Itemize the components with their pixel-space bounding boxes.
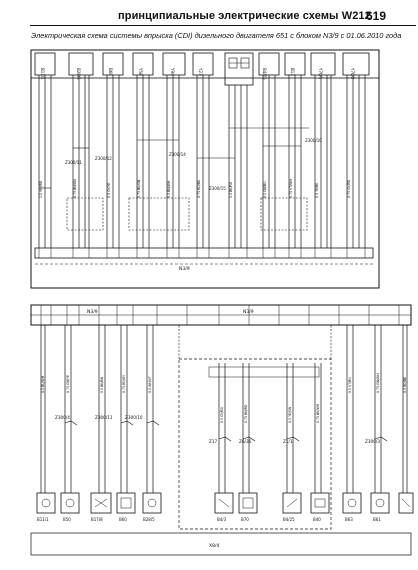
sensor-label: B40 [313,517,321,522]
top-conn-label: Y58 [138,67,143,76]
page-title: принципиальные электрические схемы W212 [118,10,371,22]
svg-text:0.75 GN/YE: 0.75 GN/YE [66,375,70,393]
page-number: 619 [366,9,387,23]
sensor-label: B4/25 [283,517,295,522]
svg-text:0.75 GY/RD: 0.75 GY/RD [347,179,351,198]
top-conn-label: Y94 [170,67,175,76]
svg-text:0.5 WH/VT: 0.5 WH/VT [148,376,152,393]
svg-text:0.5 YE/BK: 0.5 YE/BK [315,182,319,198]
svg-text:1.5 BK/RD: 1.5 BK/RD [229,181,233,198]
top-conn-label: B11/1 [40,68,45,80]
top-control-unit-label: N3/9 [179,266,190,272]
sensor-label: B4/3 [217,517,227,522]
svg-text:0.5 VT/BU: 0.5 VT/BU [348,377,352,393]
bottom-unit-label-mid: N3/9 [243,309,254,315]
top-wiring-diagram: B11/1 B28/5 B60 Y58 Y94 Y27 B4/25 B17 Y7… [29,48,389,293]
svg-text:0.75 VT/WH: 0.75 VT/WH [289,179,293,198]
header-rule [30,25,416,26]
sensor-label: B17/8 [91,517,103,522]
sensor-label: B63 [345,517,353,522]
bottom-splice-label: Z300/11 [95,415,113,420]
bottom-connector-label: X8/4 [209,543,219,549]
top-conn-label: B4/25 [262,68,267,80]
sensor-label: B70 [241,517,249,522]
top-ground-label: Z300/15 [209,186,226,191]
top-diagram-svg: B11/1 B28/5 B60 Y58 Y94 Y27 B4/25 B17 Y7… [30,49,380,289]
bottom-splice-label: Z6/36 [239,439,252,444]
svg-text:0.5 GN/BU: 0.5 GN/BU [263,181,267,198]
bottom-wiring-diagram: N3/9 N3/9 [29,303,417,565]
sensor-label: B50 [63,517,71,522]
top-ground-label: Z300/11 [65,160,82,165]
svg-text:0.75 BN/RD: 0.75 BN/RD [244,404,248,423]
svg-text:0.75 RD/BU: 0.75 RD/BU [197,179,201,198]
svg-text:0.5 GY/YE: 0.5 GY/YE [107,183,111,198]
bottom-splice-label: Z1/1 [283,439,293,444]
svg-text:0.75 BN/GN: 0.75 BN/GN [73,179,77,198]
top-conn-label: B60 [108,68,113,76]
bottom-unit-label-left: N3/9 [87,309,98,315]
svg-text:1.0 WH/RD: 1.0 WH/RD [39,180,43,198]
svg-text:0.5 BU/WH: 0.5 BU/WH [41,375,45,393]
bottom-splice-label: Z300/4 [55,415,70,420]
svg-text:0.75 BK/WH: 0.75 BK/WH [316,403,320,423]
sensor-label: B60 [119,517,127,522]
bottom-splice-label: Z17 [209,439,218,444]
page-header: принципиальные электрические схемы W212 … [0,0,418,26]
top-conn-label: B28/5 [76,68,81,80]
bottom-splice-label: Z300/3 [365,439,380,444]
top-conn-label: Y76/2 [350,67,355,80]
top-conn-label: Y76/1 [318,67,323,80]
svg-text:0.5 RD/BK: 0.5 RD/BK [403,376,407,393]
svg-text:0.5 BN/WH: 0.5 BN/WH [167,180,171,198]
svg-text:0.75 RD/GY: 0.75 RD/GY [122,375,126,393]
diagram-caption: Электрическая схема системы впрыска (CDI… [31,31,402,40]
top-conn-label: Y27 [198,67,203,76]
top-ground-label: Z300/14 [169,152,186,157]
top-ground-label: Z300/10 [305,138,322,143]
svg-text:0.75 BK/GN: 0.75 BK/GN [137,179,141,198]
sensor-label: B11/1 [37,517,49,522]
svg-text:0.5 BK/BN: 0.5 BK/BN [100,376,104,393]
top-conn-label: B17 [290,68,295,76]
svg-text:0.5 YE/GN: 0.5 YE/GN [288,406,292,423]
top-ground-label: Z300/12 [95,156,112,161]
bottom-splice-label: Z300/10 [125,415,143,420]
svg-text:0.75 GN/WH: 0.75 GN/WH [376,373,380,393]
bottom-diagram-svg: N3/9 N3/9 [30,304,414,556]
sensor-label: B28/5 [143,517,155,522]
sensor-label: B61 [373,517,381,522]
svg-text:0.5 GY/BU: 0.5 GY/BU [220,406,224,423]
